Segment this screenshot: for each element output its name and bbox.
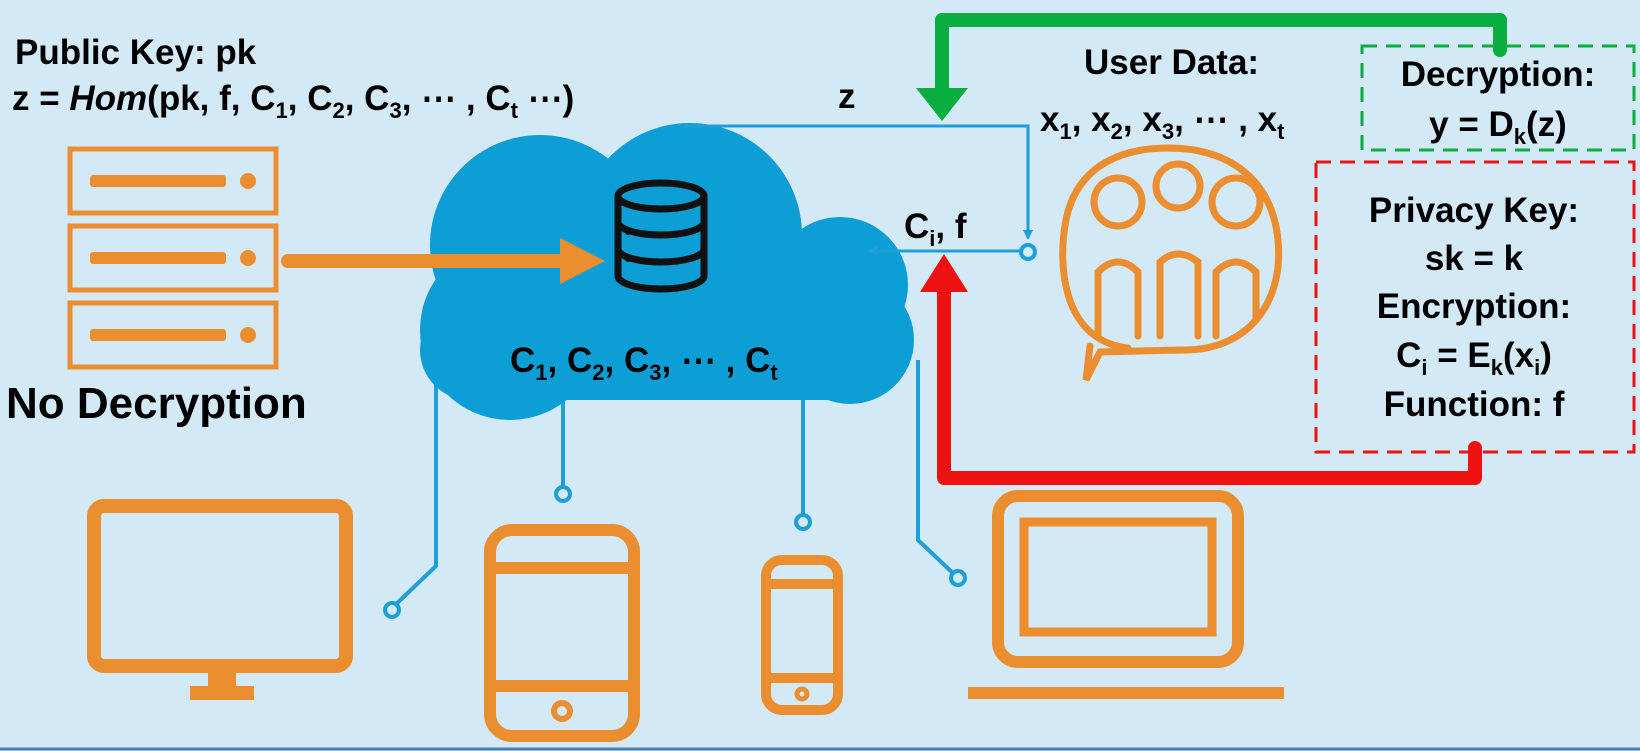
hom-formula: z = Hom(pk, f, C1, C2, C3, ⋯ , Ct ⋯) (12, 79, 574, 123)
encryption-title: Encryption: (1377, 287, 1571, 326)
decryption-title: Decryption: (1401, 55, 1595, 94)
server-indicators (90, 173, 256, 343)
ciphertext-upload-line (868, 243, 1037, 261)
privacy-key-title: Privacy Key: (1369, 191, 1579, 230)
monitor-icon (87, 499, 353, 700)
database-icon (614, 179, 708, 293)
public-key-title: Public Key: pk (15, 33, 257, 72)
users-chat-icon (1059, 144, 1283, 382)
encryption-formula: Ci = Ek(xi) (1396, 336, 1552, 380)
upload-arrow (281, 238, 605, 284)
privacy-key-value: sk = k (1425, 239, 1524, 278)
user-data-title: User Data: (1084, 43, 1259, 82)
decryption-formula: y = Dk(z) (1429, 105, 1567, 149)
database-dots (625, 229, 631, 287)
user-data-values: x1, x2, x3, ⋯ , xt (1040, 100, 1285, 144)
z-result-line (684, 124, 1033, 240)
cloud-ciphertexts: C1, C2, C3, ⋯ , Ct (510, 341, 778, 385)
decryption-box: Decryption: y = Dk(z) (1360, 44, 1636, 152)
tablet-icon (484, 524, 640, 742)
laptop-icon (968, 490, 1284, 699)
connector-terminals (383, 485, 967, 619)
no-decryption-label: No Decryption (6, 379, 307, 428)
server-rack-icon (67, 146, 279, 370)
encryption-arrow (920, 254, 1482, 485)
decryption-feedback-arrow (916, 13, 1507, 121)
cloud-shape (420, 123, 914, 420)
function-label: Function: f (1384, 385, 1565, 424)
z-label: z (838, 77, 856, 116)
privacy-box: Privacy Key: sk = k Encryption: Ci = Ek(… (1314, 160, 1636, 454)
ci-f-label: Ci, f (904, 207, 967, 251)
phone-icon (761, 555, 843, 715)
